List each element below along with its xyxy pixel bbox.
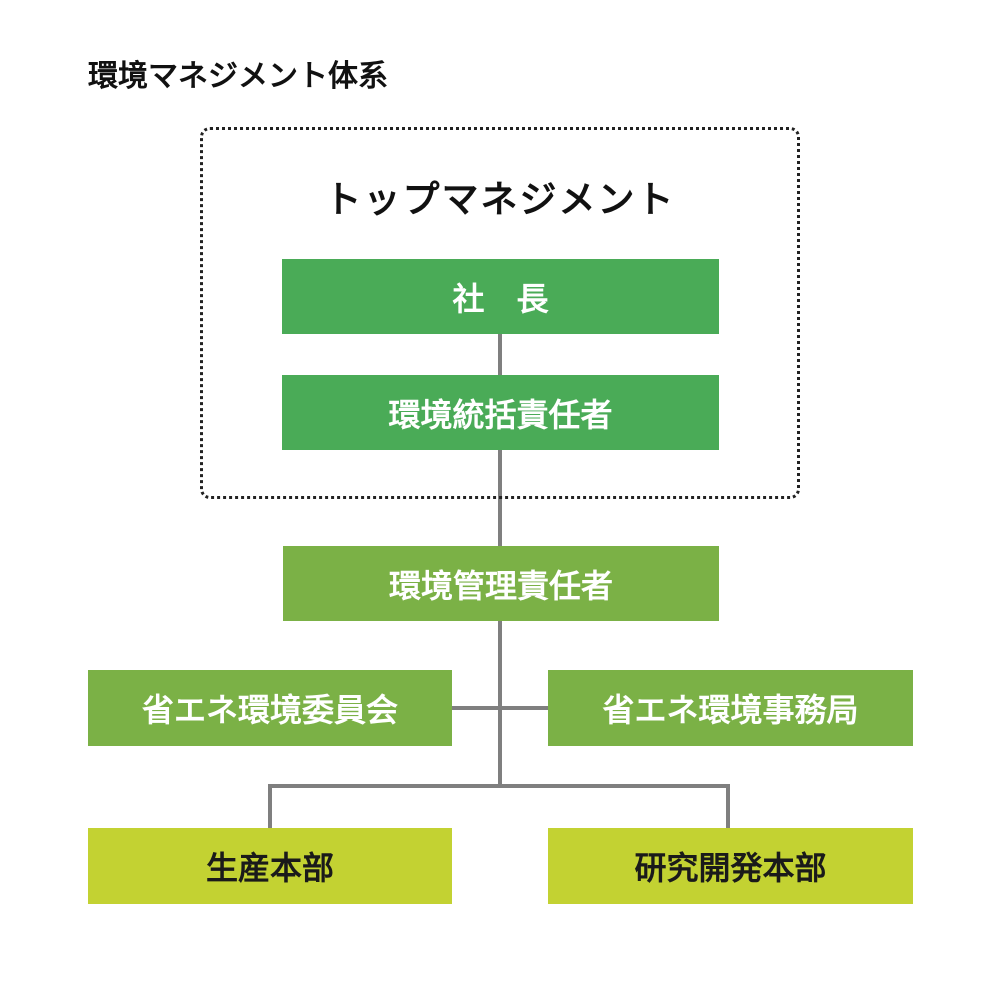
production-division-label: 生産本部	[205, 849, 334, 887]
rd-division-label: 研究開発本部	[634, 849, 827, 887]
production-division-box: 生産本部	[88, 828, 452, 904]
env-manager-label: 環境管理責任者	[388, 566, 613, 605]
energy-office-box: 省エネ環境事務局	[548, 670, 913, 746]
energy-office-label: 省エネ環境事務局	[602, 691, 859, 729]
connector-divisions	[268, 784, 730, 828]
rd-division-box: 研究開発本部	[548, 828, 913, 904]
energy-committee-box: 省エネ環境委員会	[88, 670, 452, 746]
top-management-label: トップマネジメント	[324, 178, 676, 221]
energy-committee-label: 省エネ環境委員会	[141, 691, 398, 729]
diagram-title: 環境マネジメント体系	[88, 59, 388, 94]
env-general-manager-label: 環境統括責任者	[388, 395, 613, 434]
president-box: 社 長	[282, 259, 719, 334]
env-manager-box: 環境管理責任者	[283, 546, 719, 621]
president-label: 社 長	[452, 279, 549, 318]
top-management-group: トップマネジメント	[200, 127, 800, 499]
env-general-manager-box: 環境統括責任者	[282, 375, 719, 450]
